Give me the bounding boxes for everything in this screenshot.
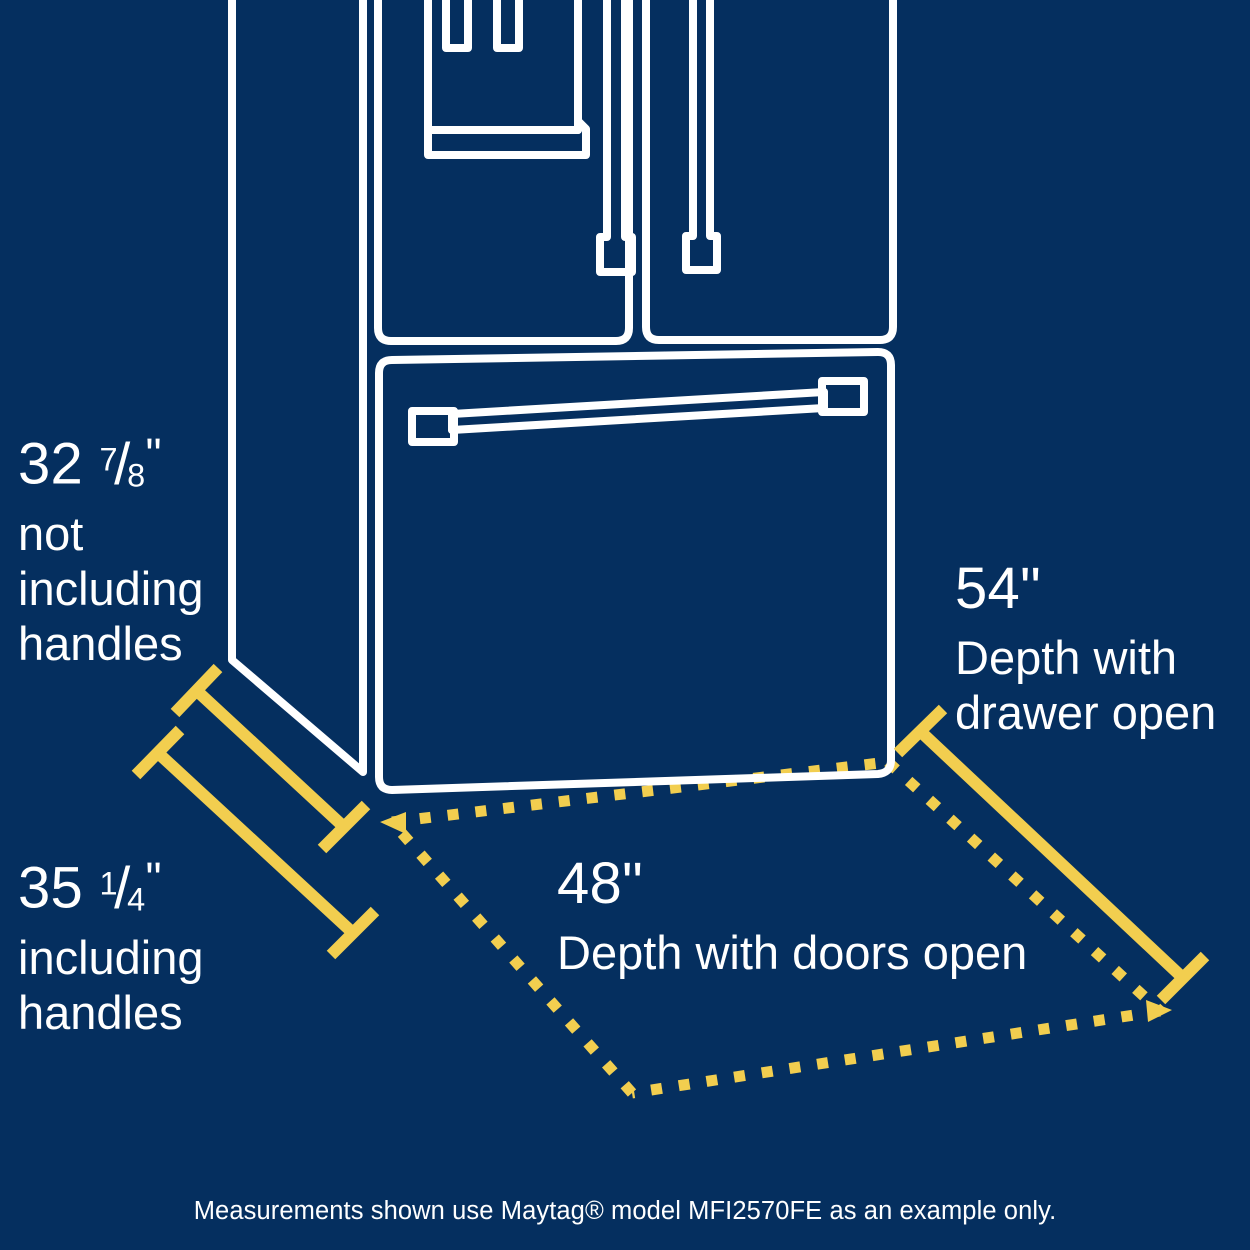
water-dispenser — [424, 0, 590, 159]
refrigerator-outline — [228, 0, 897, 794]
left-side-panel — [228, 0, 367, 776]
dimension-lines — [131, 663, 1210, 1005]
dimension-value-32: 32 7/8" — [18, 429, 162, 497]
footnote-text: Measurements shown use Maytag® model MFI… — [193, 1197, 1057, 1225]
dimension-label-54: 54" Depth with drawer open — [955, 560, 1216, 741]
dimension-desc-35-line1: including — [18, 930, 204, 984]
dimension-label-35: 35 1/4" including handles — [18, 856, 204, 1041]
dimension-label-48: 48" Depth with doors open — [557, 855, 1027, 981]
freezer-drawer — [375, 348, 895, 794]
footprint-outline — [387, 756, 1164, 1099]
dimension-desc-32-line3: handles — [18, 616, 183, 670]
dimension-label-32: 32 7/8" not including handles — [18, 432, 204, 672]
footprint-corner-markers — [380, 812, 1172, 1022]
dimension-desc-54-line1: Depth with — [955, 631, 1178, 684]
dimension-desc-32-line2: including — [18, 561, 204, 615]
dimension-desc-54: Depth with drawer open — [955, 631, 1216, 741]
dimension-value-54: 54" — [955, 556, 1042, 621]
fraction-1-4: 1/4 — [99, 855, 146, 921]
dimension-desc-35: including handles — [18, 931, 204, 1041]
dimension-value-35: 35 1/4" — [18, 853, 162, 921]
dimension-line-35 — [131, 725, 380, 960]
dimension-value-48: 48" — [557, 851, 644, 916]
fraction-7-8: 7/8 — [99, 431, 146, 497]
dimension-desc-35-line2: handles — [18, 985, 183, 1039]
left-french-door — [374, 0, 633, 345]
right-door-handle — [682, 0, 721, 274]
dimension-desc-32: not including handles — [18, 507, 204, 672]
dimension-line-54 — [893, 704, 1210, 1005]
dimension-desc-48-line1: Depth with doors open — [557, 926, 1028, 979]
dimension-desc-32-line1: not — [18, 506, 84, 560]
freezer-drawer-handle — [408, 377, 868, 446]
dimension-desc-48: Depth with doors open — [557, 926, 1027, 981]
right-french-door — [642, 0, 897, 344]
dimension-desc-54-line2: drawer open — [955, 685, 1217, 739]
left-door-handle — [596, 0, 636, 276]
dimension-line-32 — [170, 663, 371, 854]
